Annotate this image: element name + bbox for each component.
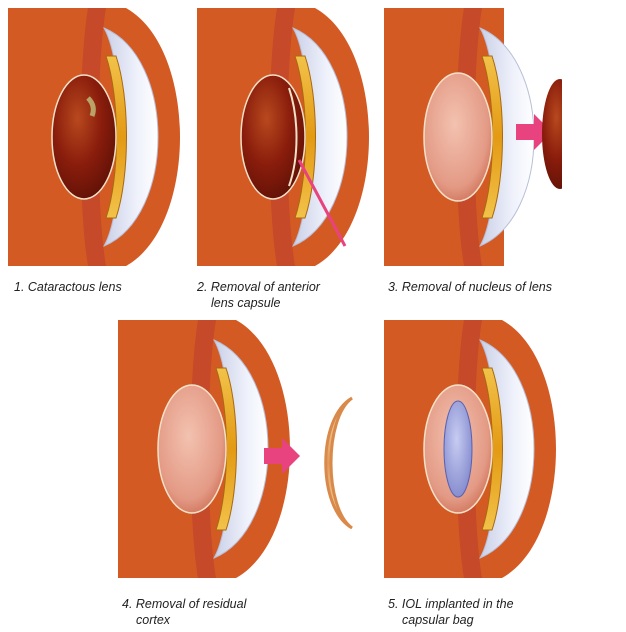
cataract-lens-shape (52, 75, 116, 199)
caption-step2-line2: lens capsule (197, 295, 320, 311)
caption-step5: 5. IOL implanted in the capsular bag (388, 596, 514, 628)
cataract-lens-shape (241, 75, 305, 199)
panel-anterior-capsule-removal (197, 8, 375, 266)
caption-step5-line1: 5. IOL implanted in the (388, 596, 514, 612)
removal-arrow (264, 438, 300, 474)
caption-step3-line1: 3. Removal of nucleus of lens (388, 279, 552, 295)
iol-implant (444, 401, 472, 497)
panel-cataractous-lens (8, 8, 186, 266)
clear-lens-shape (158, 385, 226, 513)
clear-lens-shape (424, 73, 492, 201)
removed-nucleus (542, 79, 562, 189)
caption-step4-line1: 4. Removal of residual (122, 596, 246, 612)
caption-step3: 3. Removal of nucleus of lens (388, 279, 552, 295)
caption-step1: 1. Cataractous lens (14, 279, 122, 295)
caption-step5-line2: capsular bag (388, 612, 514, 628)
caption-step4: 4. Removal of residual cortex (122, 596, 246, 628)
cortex-removal-extras (262, 388, 362, 538)
removed-cortex-ring (326, 398, 352, 528)
caption-step1-line1: 1. Cataractous lens (14, 279, 122, 295)
caption-step4-line2: cortex (122, 612, 246, 628)
panel-nucleus-removal (384, 8, 562, 266)
caption-step2: 2. Removal of anterior lens capsule (197, 279, 320, 311)
panel-iol-implanted (384, 320, 562, 578)
caption-step2-line1: 2. Removal of anterior (197, 279, 320, 295)
